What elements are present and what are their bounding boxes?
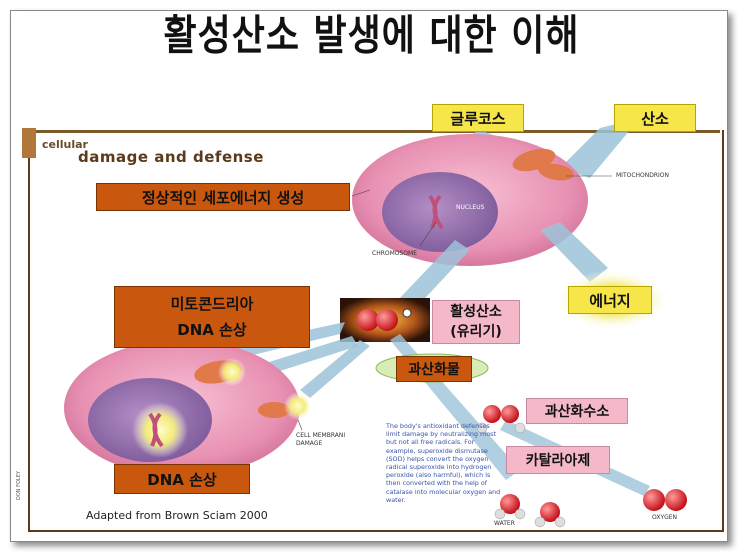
fig-label-chromosome: CHROMOSOME — [372, 250, 417, 257]
leader-normal-energy — [351, 189, 371, 197]
lower-mitochondrion-2 — [258, 402, 290, 418]
label-catalase: 카탈라아제 — [506, 446, 610, 474]
lower-chromosome — [148, 412, 164, 448]
water-h-1b — [514, 508, 526, 520]
label-mito-dna-line2: DNA 손상 — [177, 321, 247, 339]
h2o2-atom-1 — [483, 405, 501, 423]
panel-tab — [22, 128, 36, 158]
radical-atom-2 — [376, 309, 398, 331]
h2o2-atom-2 — [501, 405, 519, 423]
label-mito-dna-damage: 미토콘드리아 DNA 손상 — [114, 286, 310, 348]
o2-atom-2 — [665, 489, 687, 511]
arrow-energy — [540, 222, 608, 282]
upper-chromosome — [428, 194, 444, 230]
label-mito-dna-line1: 미토콘드리아 — [170, 295, 254, 313]
fig-label-mitochondrion: MITOCHONDRION — [616, 172, 670, 179]
h2o2-h-2 — [476, 422, 488, 434]
panel-top-rule — [28, 130, 720, 133]
label-energy: 에너지 — [568, 286, 652, 314]
water-o-2 — [540, 502, 560, 522]
antioxidant-description: The body's antioxidant defenses limit da… — [386, 422, 501, 504]
leader-chromosome — [419, 221, 437, 247]
water-o-1 — [500, 494, 520, 514]
label-hydrogen-peroxide: 과산화수소 — [526, 398, 628, 424]
h2o2-h-1 — [514, 422, 526, 434]
label-glucose: 글루코스 — [432, 104, 524, 132]
label-dna-damage: DNA 손상 — [114, 464, 250, 494]
radical-electron — [402, 308, 412, 318]
source-credit: Adapted from Brown Sciam 2000 — [86, 509, 268, 522]
arrow-to-radical — [398, 240, 470, 310]
fig-label-membrane-1: CELL MEMBRANI — [296, 432, 346, 439]
membrane-damage-glow — [284, 392, 312, 420]
water-h-2b — [554, 516, 566, 528]
side-credit: DON FOLEY — [16, 471, 22, 500]
upper-mitochondrion-2 — [538, 163, 574, 181]
label-oxygen: 산소 — [614, 104, 696, 132]
label-peroxide: 과산화물 — [396, 356, 472, 382]
label-free-radical-line2: (유리기) — [450, 324, 502, 340]
label-free-radical: 활성산소 (유리기) — [432, 300, 520, 344]
fig-label-nucleus: NUCLEUS — [456, 204, 485, 211]
water-h-1a — [494, 508, 506, 520]
mito-damage-glow — [218, 358, 246, 386]
label-free-radical-line1: 활성산소 — [450, 304, 502, 320]
leader-membrane — [297, 419, 303, 431]
fig-label-membrane-2: DAMAGE — [296, 440, 323, 447]
water-h-2a — [534, 516, 546, 528]
o2-atom-1 — [643, 489, 665, 511]
label-normal-energy: 정상적인 세포에너지 생성 — [96, 183, 350, 211]
arrow-oxygen-in — [560, 118, 640, 178]
fig-label-oxygen: OXYGEN — [652, 514, 678, 521]
header-line1: cellular — [42, 138, 88, 151]
dna-damage-glow — [132, 402, 188, 458]
fig-label-water: WATER — [494, 520, 515, 527]
upper-nucleus — [382, 172, 498, 252]
radical-atom-1 — [357, 309, 379, 331]
header-line2: damage and defense — [78, 148, 264, 166]
slide-title: 활성산소 발생에 대한 이해 — [163, 12, 580, 60]
arrow-to-membrane — [300, 340, 370, 398]
